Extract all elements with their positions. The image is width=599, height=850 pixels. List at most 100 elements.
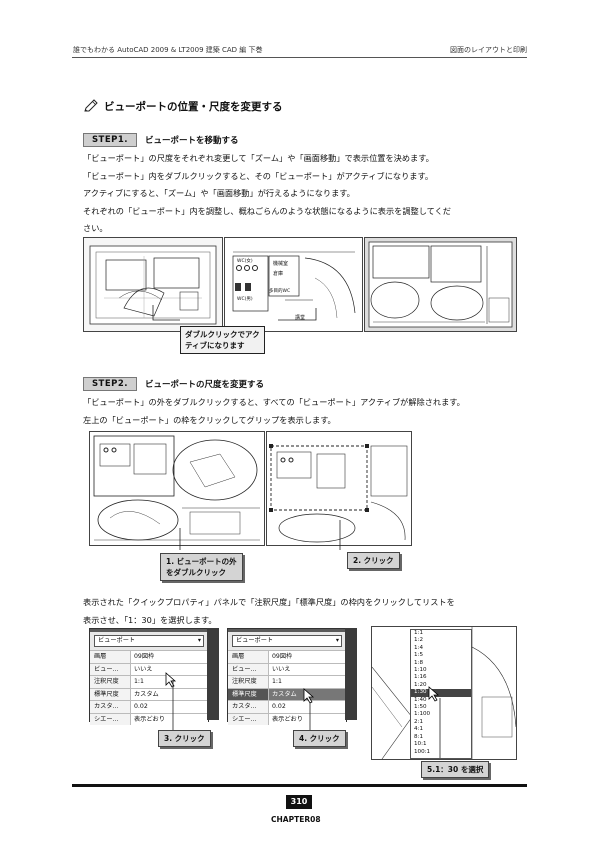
scale-option[interactable]: 10:1 xyxy=(414,741,427,748)
property-value: 09図枠 xyxy=(269,651,346,663)
figure-label: 機械室 xyxy=(273,261,289,267)
property-value: 1:1 xyxy=(269,676,346,688)
property-key: シエー... xyxy=(90,713,131,725)
header-rule xyxy=(72,57,527,58)
scale-option[interactable]: 1:10 xyxy=(414,667,427,674)
viewport-screenshot-detail: 機械室 倉庫 WC(女) WC(男) 多目的WC 講堂 xyxy=(224,237,363,332)
step2-title: ビューポートの尺度を変更する xyxy=(145,380,265,390)
property-key: 標準尺度 xyxy=(90,688,131,700)
cursor-icon xyxy=(303,688,315,704)
panel-titlebar xyxy=(228,629,346,632)
viewport-select[interactable]: ビューポート ▾ xyxy=(94,635,204,647)
property-row[interactable]: カスタ...0.02 xyxy=(90,700,208,713)
viewport-select-value: ビューポート xyxy=(98,637,136,644)
property-key: 注釈尺度 xyxy=(228,676,269,688)
step2-text: 「ビューポート」の外をダブルクリックすると、すべての「ビューポート」アクティブが… xyxy=(83,394,465,429)
property-row[interactable]: ビュー...いいえ xyxy=(90,662,208,675)
step2-screenshot-b xyxy=(266,431,412,546)
property-value: 0.02 xyxy=(269,701,346,713)
property-key: ビュー... xyxy=(228,663,269,675)
viewport-screenshot-layout xyxy=(364,237,517,332)
scale-option[interactable]: 1:8 xyxy=(414,659,424,666)
figure-label: WC(女) xyxy=(237,259,253,264)
property-key: シエー... xyxy=(228,713,269,725)
step1-line: アクティブにすると、「ズーム」や「画面移動」が行えるようになります。 xyxy=(83,188,355,198)
callout-double-click-outside: 1. ビューポートの外 をダブルクリック xyxy=(160,553,243,581)
property-key: カスタ... xyxy=(90,701,131,713)
scale-option[interactable]: 100:1 xyxy=(414,748,431,755)
callout-click-4: 4. クリック xyxy=(293,730,346,747)
step1-badge: STEP1. xyxy=(83,133,137,147)
step2-line: 左上の「ビューポート」の枠をクリックしてグリップを表示します。 xyxy=(83,414,336,425)
scale-option[interactable]: 1:4 xyxy=(414,644,424,651)
property-value: 表示どおり xyxy=(131,713,208,725)
callout-click: 2. クリック xyxy=(347,552,400,569)
scale-option[interactable]: 1:16 xyxy=(414,674,427,681)
property-row[interactable]: ビュー...いいえ xyxy=(228,662,346,675)
property-value: カスタム xyxy=(131,688,208,700)
figure-label: 倉庫 xyxy=(273,271,284,277)
step1-title: ビューポートを移動する xyxy=(145,136,239,146)
scale-option[interactable]: 2:1 xyxy=(414,718,424,725)
property-value: 09図枠 xyxy=(131,651,208,663)
pencil-icon xyxy=(83,98,99,112)
figure-label: 講堂 xyxy=(295,315,306,321)
step1-line: 「ビューポート」の尺度をそれぞれ変更して「ズーム」や「画面移動」で表示位置を決め… xyxy=(83,153,434,163)
property-key: 標準尺度 xyxy=(228,688,269,700)
scale-option[interactable]: 1:1 xyxy=(414,630,424,636)
scale-option[interactable]: 1:30 xyxy=(411,689,471,697)
cursor-icon xyxy=(428,686,440,702)
callout-line: ティブになります xyxy=(185,341,245,350)
property-value: いいえ xyxy=(131,663,208,675)
property-value: 表示どおり xyxy=(269,713,346,725)
property-key: 画層 xyxy=(90,651,131,663)
callout-select-scale: 5.1：30 を選択 xyxy=(421,761,490,778)
scale-option[interactable]: 4:1 xyxy=(414,726,424,733)
callout-line: 1. ビューポートの外 xyxy=(166,557,237,566)
scale-option[interactable]: 1:5 xyxy=(414,652,424,659)
property-key: カスタ... xyxy=(228,701,269,713)
step1-line: それぞれの「ビューポート」内を調整し、概ねごらんのような状態になるように表示を調… xyxy=(83,205,451,216)
property-row[interactable]: シエー...表示どおり xyxy=(90,712,208,725)
section-title: ビューポートの位置・尺度を変更する xyxy=(104,101,283,113)
figure-label: 多目的WC xyxy=(269,289,291,294)
step2-line: 「ビューポート」の外をダブルクリックすると、すべての「ビューポート」アクティブが… xyxy=(83,397,465,407)
scale-option[interactable]: 1:100 xyxy=(414,711,431,718)
viewport-select[interactable]: ビューポート ▾ xyxy=(232,635,342,647)
callout-line: をダブルクリック xyxy=(166,568,226,577)
scale-option[interactable]: 1:40 xyxy=(414,696,427,703)
property-value: 0.02 xyxy=(131,701,208,713)
scale-option[interactable]: 1:20 xyxy=(414,681,427,688)
scale-option[interactable]: 1:50 xyxy=(414,704,427,711)
callout-connector xyxy=(152,305,317,321)
property-row[interactable]: カスタ...0.02 xyxy=(228,700,346,713)
scale-option[interactable]: 8:1 xyxy=(414,733,424,740)
property-key: 注釈尺度 xyxy=(90,676,131,688)
scale-option[interactable]: 1:2 xyxy=(414,637,424,644)
chapter-label: CHAPTER08 xyxy=(271,815,321,824)
panel-titlebar xyxy=(90,629,208,632)
panel-side-bar xyxy=(345,628,357,720)
property-key: ビュー... xyxy=(90,663,131,675)
step1-line: さい。 xyxy=(83,223,108,233)
callout-click-3: 3. クリック xyxy=(158,730,211,747)
property-row[interactable]: 標準尺度カスタム xyxy=(90,687,208,700)
callout-connector xyxy=(172,680,441,758)
step1-line: 「ビューポート」内をダブルクリックすると、その「ビューポート」がアクティブになり… xyxy=(83,170,434,181)
property-row[interactable]: シエー...表示どおり xyxy=(228,712,346,725)
viewport-select-value: ビューポート xyxy=(236,637,274,644)
step3-line: 表示された「クイックプロパティ」パネルで「注釈尺度」「標準尺度」の枠内をクリック… xyxy=(83,597,455,607)
section-name: 図面のレイアウトと印刷 xyxy=(450,46,527,54)
property-key: 画層 xyxy=(228,651,269,663)
chevron-down-icon: ▾ xyxy=(197,637,201,644)
step3-text: 表示された「クイックプロパティ」パネルで「注釈尺度」「標準尺度」の枠内をクリック… xyxy=(83,594,455,629)
step2-screenshot-a xyxy=(89,431,265,546)
callout-line: ダブルクリックでアク xyxy=(185,330,260,339)
property-value: いいえ xyxy=(269,663,346,675)
